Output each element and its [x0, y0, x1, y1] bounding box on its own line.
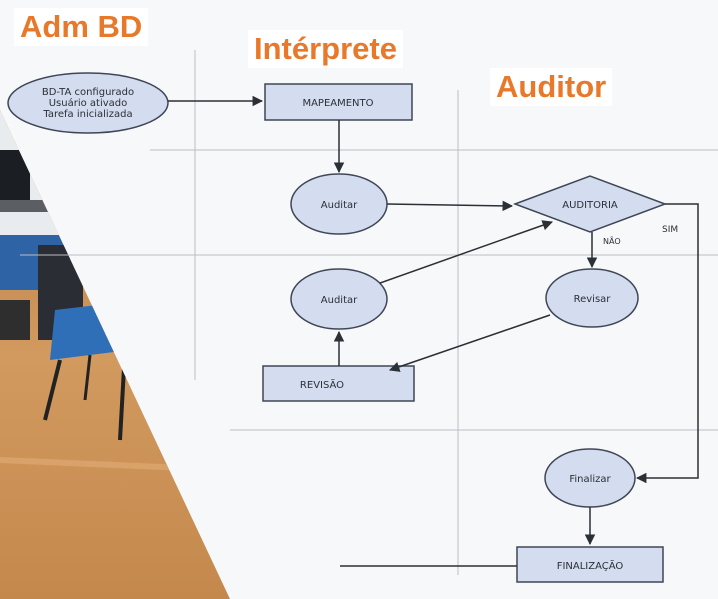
auditar-mid-node: Auditar	[290, 268, 388, 330]
finalizacao-box: FINALIZAÇÃO	[516, 546, 664, 583]
lane-title-auditor: Auditor	[490, 68, 613, 106]
edge-revisar-revisao	[389, 314, 551, 372]
lane-grid	[20, 50, 718, 575]
auditar-top-label: Auditar	[321, 200, 358, 211]
revisao-box: REVISÃO	[262, 365, 415, 402]
start-node: BD-TA configurado Usuário ativado Tarefa…	[7, 72, 169, 134]
mapeamento-box: MAPEAMENTO	[264, 83, 413, 121]
edge-auditoria-finalizar	[635, 203, 699, 484]
auditoria-label: AUDITORIA	[562, 200, 618, 211]
lane-title-adm: Adm BD	[14, 8, 149, 46]
finalizar-label: Finalizar	[569, 474, 611, 485]
edge-label-sim: SIM	[662, 225, 678, 235]
finalizacao-label: FINALIZAÇÃO	[557, 559, 624, 572]
auditar-mid-label: Auditar	[321, 295, 358, 306]
edge-label-nao: NÃO	[603, 236, 621, 246]
revisar-label: Revisar	[574, 294, 612, 305]
revisao-label: REVISÃO	[300, 378, 344, 391]
connectors	[168, 95, 699, 567]
edge-auditar-auditoria	[386, 200, 514, 212]
auditar-top-node: Auditar	[290, 173, 388, 235]
edge-auditar-auditoria-2	[379, 220, 553, 284]
revisar-node: Revisar	[545, 268, 639, 328]
finalizar-node: Finalizar	[544, 448, 636, 508]
lane-title-interprete: Intérprete	[248, 30, 403, 68]
start-line-2: Usuário ativado	[49, 97, 128, 109]
auditoria-decision: AUDITORIA	[512, 175, 668, 233]
start-line-3: Tarefa inicializada	[42, 109, 132, 120]
start-line-1: BD-TA configurado	[42, 87, 134, 98]
mapeamento-label: MAPEAMENTO	[302, 98, 373, 109]
